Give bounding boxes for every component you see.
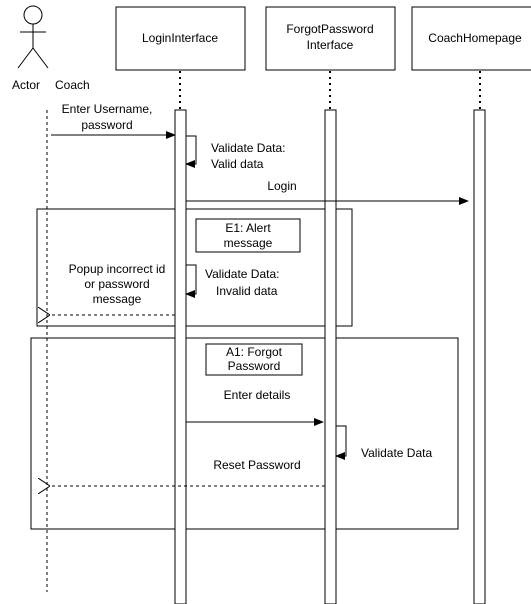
actor-label: Actor	[12, 78, 40, 92]
forgot-activation-bar	[324, 109, 337, 604]
popup-label-1: Popup incorrect id	[69, 262, 166, 276]
reset-password-label: Reset Password	[213, 458, 300, 472]
forgot-password-box	[265, 6, 396, 71]
forgot-password-label-1: ForgotPassword	[286, 22, 373, 36]
e1-fragment-label-box	[195, 218, 301, 253]
actor-name: Coach	[55, 78, 90, 92]
actor-figure	[17, 5, 49, 69]
e1-label-2: message	[224, 236, 273, 250]
validate-invalid-self-arrow	[185, 264, 197, 298]
validate-data-label: Validate Data	[361, 446, 432, 460]
popup-label-2: or password	[84, 277, 149, 291]
validate-valid-label-1: Validate Data:	[211, 141, 286, 155]
login-activation-bar	[174, 109, 187, 604]
coach-homepage-box	[411, 6, 531, 71]
a1-label-1: A1: Forgot	[226, 345, 283, 359]
a1-label-2: Password	[228, 359, 281, 373]
e1-fragment-frame	[36, 208, 353, 327]
forgot-password-label-2: Interface	[307, 38, 354, 52]
a1-fragment-frame	[30, 337, 459, 530]
coach-homepage-label: CoachHomepage	[428, 31, 522, 45]
validate-invalid-label-2: Invalid data	[216, 284, 278, 298]
popup-label-3: message	[93, 292, 142, 306]
a1-fragment-label-box	[205, 343, 303, 376]
login-interface-label: LoginInterface	[142, 31, 218, 45]
validate-data-self-arrow	[335, 425, 347, 460]
enter-credentials-label-1: Enter Username,	[62, 102, 153, 116]
home-activation-bar	[473, 109, 486, 604]
validate-valid-self-arrow	[185, 135, 197, 168]
enter-details-label: Enter details	[224, 388, 291, 402]
enter-credentials-label-2: password	[81, 118, 132, 132]
validate-valid-label-2: Valid data	[211, 157, 264, 171]
login-interface-box	[115, 6, 246, 71]
e1-label-1: E1: Alert	[225, 221, 271, 235]
login-message-label: Login	[267, 179, 296, 193]
validate-invalid-label-1: Validate Data:	[205, 267, 280, 281]
